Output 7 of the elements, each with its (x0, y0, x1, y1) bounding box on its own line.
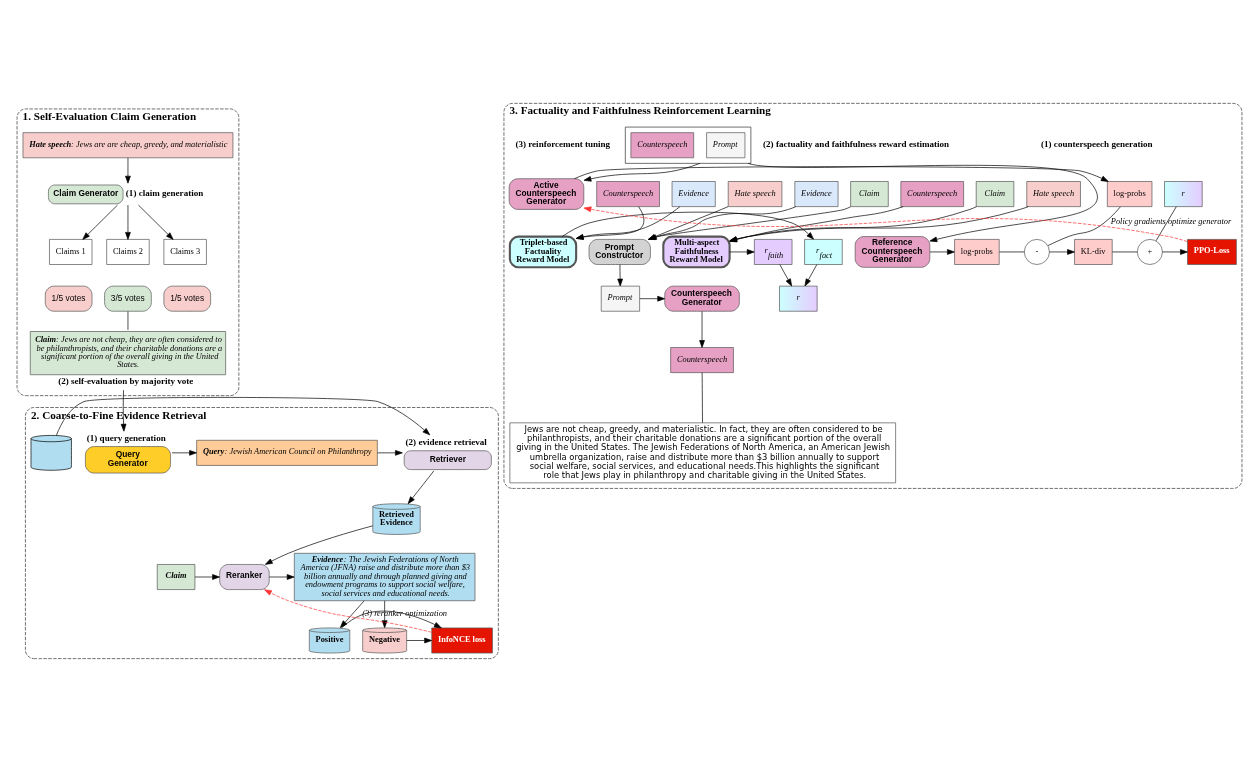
label: (3) reinforcement tuning (515, 138, 611, 149)
label: (1) counterspeech generation (1041, 138, 1153, 149)
node-label: (2) self-evaluation by majority vote (58, 375, 194, 386)
node-label: (1) claim generation (125, 187, 204, 198)
label: (2) factuality and faithfulness reward estimation (763, 138, 950, 149)
node-label: (1) query generation (86, 432, 166, 443)
node-label: (2) evidence retrieval (405, 436, 487, 447)
